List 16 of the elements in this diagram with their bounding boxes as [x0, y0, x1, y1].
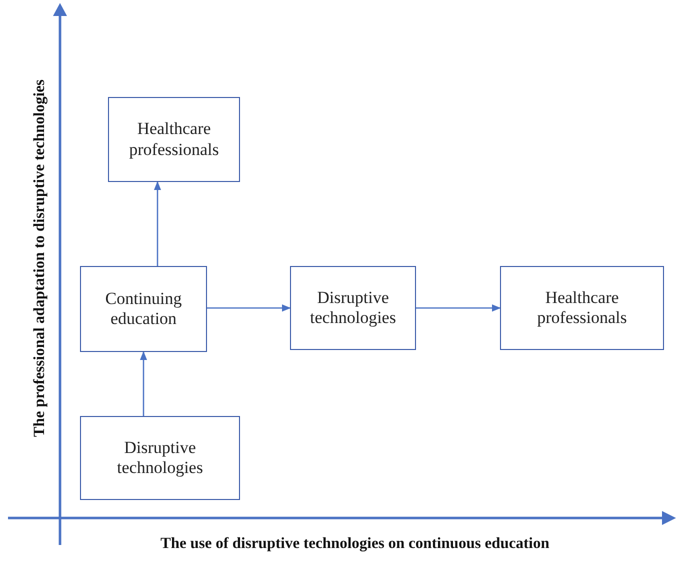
- arrow: [416, 304, 501, 312]
- box-label: Healthcare professionals: [536, 288, 628, 328]
- process-box: [500, 266, 664, 350]
- box-label: Disruptive technologies: [309, 288, 397, 328]
- arrow: [140, 351, 148, 416]
- arrow: [154, 181, 162, 266]
- arrow: [207, 304, 291, 312]
- box-label: Healthcare professionals: [128, 119, 220, 160]
- process-box: [290, 266, 416, 350]
- process-box: [80, 416, 240, 500]
- process-box: [80, 266, 207, 352]
- axis-title: The professional adaptation to disruptive technologies: [31, 79, 49, 437]
- box-label: Continuing education: [104, 288, 183, 330]
- box-label: Disruptive technologies: [116, 438, 204, 478]
- axis-title: The use of disruptive technologies on continuous education: [160, 535, 550, 553]
- process-box: [108, 97, 240, 182]
